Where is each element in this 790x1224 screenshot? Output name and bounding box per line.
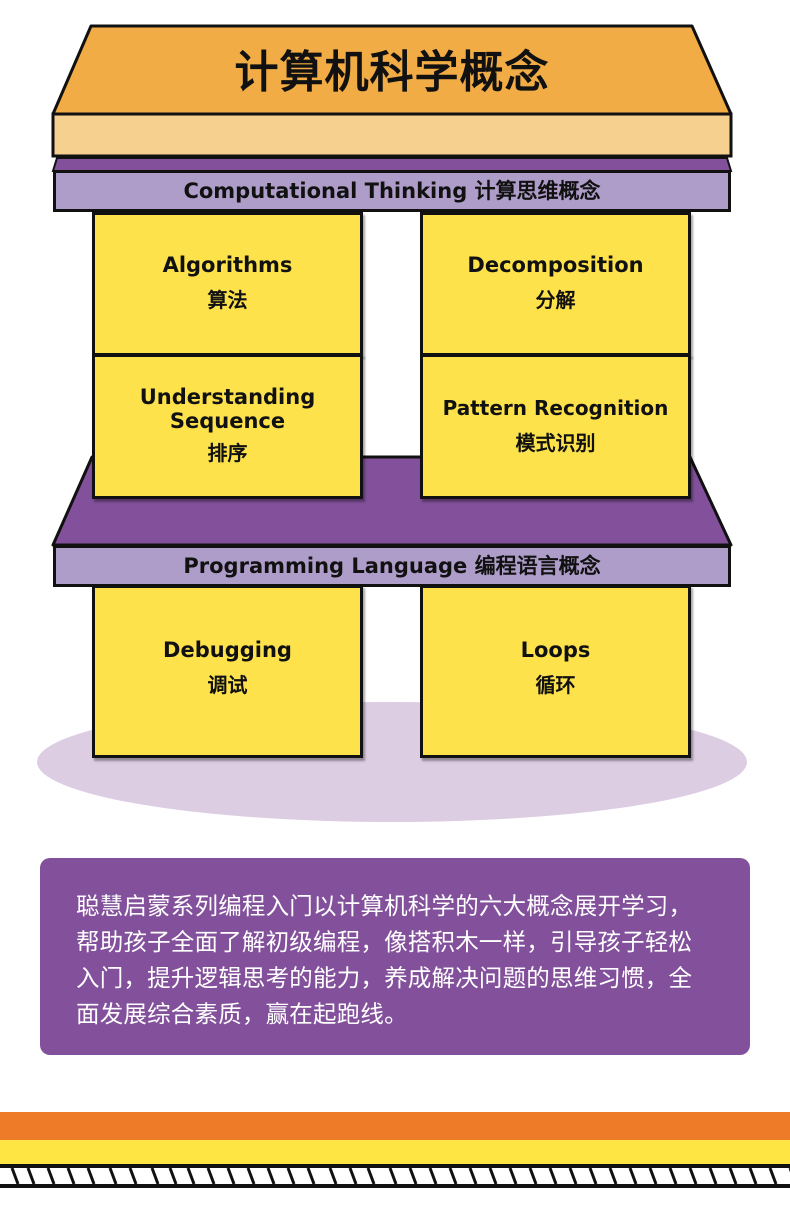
rope-dash: [246, 1167, 256, 1185]
rope-dash: [668, 1167, 678, 1185]
roof-beam: [51, 112, 733, 158]
rope-dash: [86, 1167, 96, 1185]
concept-en-label: Debugging: [163, 638, 292, 662]
concept-en-label: Algorithms: [162, 253, 293, 277]
rope-dash: [748, 1167, 758, 1185]
rope-dash: [508, 1167, 518, 1185]
concept-box-understanding-sequence: Understanding Sequence 排序: [92, 354, 363, 499]
rope-dash: [186, 1167, 196, 1185]
concept-zh-label: 排序: [207, 441, 248, 465]
rope-dash: [128, 1167, 138, 1185]
rope-dash: [206, 1167, 216, 1185]
rope-dash: [628, 1167, 638, 1185]
programming-language-banner: Programming Language 编程语言概念: [53, 545, 731, 587]
rope-dash: [588, 1167, 598, 1185]
rope-dash: [348, 1167, 358, 1185]
concept-en-label: Loops: [520, 638, 591, 662]
concept-zh-label: 分解: [535, 288, 576, 312]
rope-dash: [768, 1167, 778, 1185]
rope-dash: [428, 1167, 438, 1185]
rope-dash: [548, 1167, 558, 1185]
rope-dash: [388, 1167, 398, 1185]
rope-dash: [150, 1167, 160, 1185]
rope-dash: [608, 1167, 618, 1185]
rope-dash: [328, 1167, 338, 1185]
rope-dash: [468, 1167, 478, 1185]
rope-dash: [26, 1167, 36, 1185]
footer-stripe-yellow: [0, 1140, 790, 1164]
rope-dash: [226, 1167, 236, 1185]
rope-dash: [688, 1167, 698, 1185]
rope-dash: [306, 1167, 316, 1185]
rope-dash: [448, 1167, 458, 1185]
concept-en-label: Pattern Recognition: [442, 396, 669, 420]
computational-thinking-banner: Computational Thinking 计算思维概念: [53, 170, 731, 212]
rope-dash: [66, 1167, 76, 1185]
concept-zh-label: 模式识别: [515, 431, 596, 455]
rope-dash: [528, 1167, 538, 1185]
concept-box-pattern-recognition: Pattern Recognition 模式识别: [420, 354, 691, 499]
concept-zh-label: 算法: [207, 288, 248, 312]
page-title: 计算机科学概念: [234, 47, 550, 98]
concept-en-label: Decomposition: [467, 253, 644, 277]
rope-dash: [266, 1167, 276, 1185]
rope-dash: [488, 1167, 498, 1185]
rope-dash: [408, 1167, 418, 1185]
concept-zh-label: 调试: [207, 673, 248, 697]
rope-dash: [168, 1167, 178, 1185]
rope-dash: [286, 1167, 296, 1185]
footer-rope-border: [0, 1164, 790, 1188]
rope-dash: [366, 1167, 376, 1185]
upper-roof-sliver: [51, 157, 733, 172]
description-panel: 聪慧启蒙系列编程入门以计算机科学的六大概念展开学习，帮助孩子全面了解初级编程，像…: [40, 858, 750, 1055]
rope-dash: [10, 1167, 20, 1185]
rope-dash: [708, 1167, 718, 1185]
rope-dash: [648, 1167, 658, 1185]
concept-en-label: Understanding Sequence: [139, 385, 316, 433]
rope-dash: [46, 1167, 56, 1185]
footer-stripe-orange: [0, 1112, 790, 1140]
concept-box-loops: Loops 循环: [420, 585, 691, 758]
description-text: 聪慧启蒙系列编程入门以计算机科学的六大概念展开学习，帮助孩子全面了解初级编程，像…: [76, 892, 693, 1028]
column-gap: [362, 212, 422, 457]
rope-dash: [728, 1167, 738, 1185]
rope-dash: [568, 1167, 578, 1185]
rope-dash: [108, 1167, 118, 1185]
concept-box-decomposition: Decomposition 分解: [420, 212, 691, 356]
concept-box-algorithms: Algorithms 算法: [92, 212, 363, 356]
concept-box-debugging: Debugging 调试: [92, 585, 363, 758]
concept-zh-label: 循环: [535, 673, 576, 697]
